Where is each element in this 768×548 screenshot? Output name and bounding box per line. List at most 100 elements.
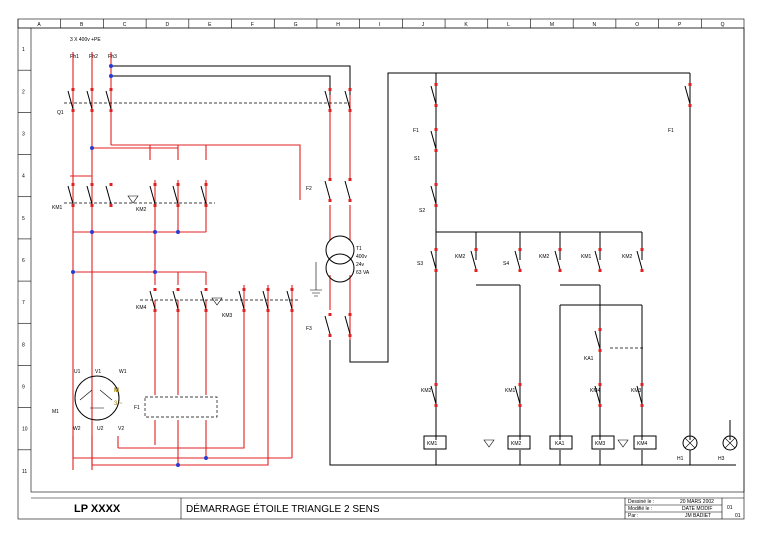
row-header: 5	[22, 216, 25, 222]
terminal-mark	[434, 248, 438, 251]
terminal-mark	[290, 309, 294, 312]
terminal-mark	[153, 309, 157, 312]
junction-dot	[90, 230, 94, 234]
t1-label: T1	[356, 246, 362, 252]
column-header: G	[294, 22, 298, 28]
row-header: 8	[22, 342, 25, 348]
v1-label: V1	[95, 369, 101, 375]
interlock-coils-1	[483, 439, 495, 448]
coil-km3: KM3	[595, 441, 606, 447]
switch-contact	[430, 385, 437, 405]
column-header: A	[37, 22, 41, 28]
terminal-mark	[348, 334, 352, 337]
motor-phase: 3 ~	[114, 401, 123, 407]
switch-contact	[594, 385, 601, 405]
terminal-mark	[204, 204, 208, 207]
interlock-km4-km3	[211, 297, 223, 306]
motor-symbol	[74, 375, 120, 421]
f1-ctrl-label: F1	[413, 128, 419, 134]
switch-contact	[86, 90, 93, 110]
f3-label: F3	[306, 326, 312, 332]
terminal-mark	[434, 149, 438, 152]
m1-label: M1	[52, 409, 59, 415]
coils	[423, 435, 657, 450]
terminal-mark	[109, 183, 113, 186]
ctrl-km2-a: KM2	[455, 254, 466, 260]
terminal-mark	[434, 83, 438, 86]
drawn-value: 20 MARS 2002	[680, 499, 714, 505]
switch-contact	[636, 385, 643, 405]
column-header: H	[336, 22, 340, 28]
switch-contact	[86, 185, 93, 205]
sheet-number: 01	[727, 505, 733, 511]
terminal-mark	[598, 248, 602, 251]
sheet-count: 01	[735, 513, 741, 519]
terminal-mark	[348, 178, 352, 181]
terminal-mark	[688, 104, 692, 107]
terminal-mark	[348, 88, 352, 91]
junction-dot	[109, 74, 113, 78]
junction-dots	[71, 64, 208, 467]
v2-label: V2	[118, 426, 124, 432]
terminal-mark	[204, 288, 208, 291]
terminal-mark	[153, 288, 157, 291]
terminal-mark	[176, 288, 180, 291]
terminal-mark	[434, 269, 438, 272]
fuse-ph2: Ph2	[89, 54, 98, 60]
terminal-mark	[348, 199, 352, 202]
switch-contact	[172, 290, 179, 310]
terminal-mark	[90, 109, 94, 112]
switch-contact	[430, 85, 437, 105]
terminal-mark	[434, 104, 438, 107]
switch-contact	[636, 250, 643, 270]
junction-dot	[176, 463, 180, 467]
s4-label: S4	[503, 261, 509, 267]
f2-label: F2	[306, 186, 312, 192]
ctrl2-km3: KM3	[631, 388, 642, 394]
f1-ctrl2-label: F1	[668, 128, 674, 134]
row-header: 6	[22, 258, 25, 264]
junction-dot	[71, 270, 75, 274]
supply-label: 3 X 400v +PE	[70, 37, 101, 43]
fuse-ph3: Ph3	[108, 54, 117, 60]
terminal-mark	[598, 269, 602, 272]
terminal-mark	[242, 288, 246, 291]
terminal-mark	[90, 88, 94, 91]
switch-contact	[238, 290, 245, 310]
switch-contact	[67, 185, 74, 205]
contacts	[67, 83, 692, 407]
column-header: K	[464, 22, 468, 28]
column-header: N	[593, 22, 597, 28]
interlock-km1-km2	[127, 195, 139, 204]
column-header: O	[635, 22, 639, 28]
row-header: 7	[22, 300, 25, 306]
terminal-mark	[640, 269, 644, 272]
junction-dot	[153, 270, 157, 274]
terminal-mark	[328, 199, 332, 202]
t1-primary: 400v	[356, 254, 367, 260]
t1-power: 63 VA	[356, 270, 370, 276]
switch-contact	[324, 315, 331, 335]
motor-letter: M	[114, 388, 119, 394]
power-wiring	[70, 52, 351, 470]
w2-label: W2	[73, 426, 81, 432]
switch-contact	[200, 185, 207, 205]
column-header: M	[550, 22, 554, 28]
t1-secondary: 24v	[356, 262, 365, 268]
coil-ka1: KA1	[555, 441, 565, 447]
by-label: Par :	[628, 513, 639, 519]
switch-contact	[324, 90, 331, 110]
row-header: 9	[22, 385, 25, 391]
switch-contact	[262, 290, 269, 310]
w1-label: W1	[119, 369, 127, 375]
column-header: Q	[721, 22, 725, 28]
fuse-ph1: Ph1	[70, 54, 79, 60]
coil-km1: KM1	[427, 441, 438, 447]
switch-contact	[149, 185, 156, 205]
switch-contact	[514, 385, 521, 405]
ctrl-km1: KM1	[581, 254, 592, 260]
terminal-mark	[598, 383, 602, 386]
